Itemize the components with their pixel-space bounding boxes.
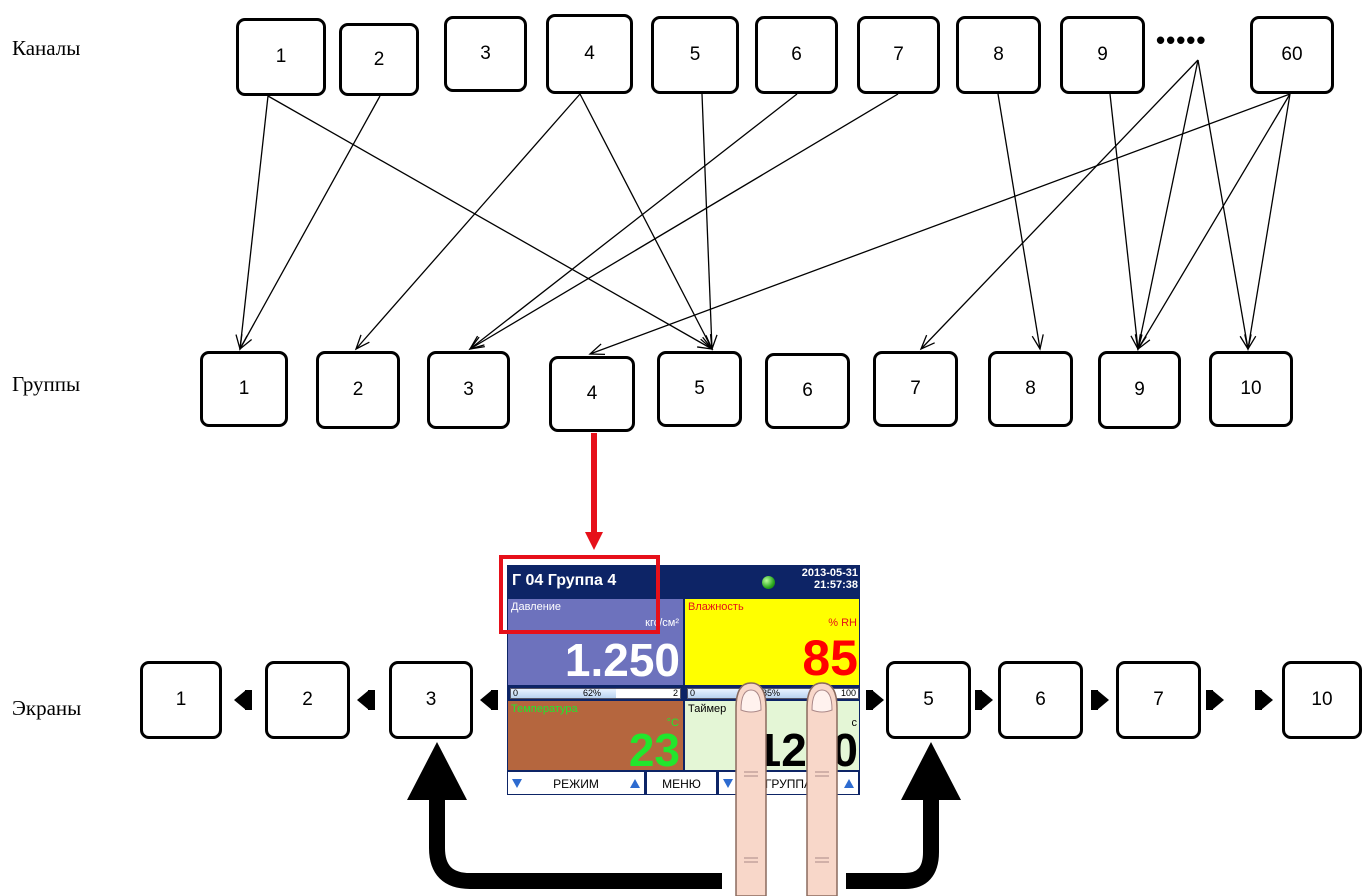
mode-button[interactable]: РЕЖИМ: [508, 772, 644, 794]
temperature-name: Температура: [511, 703, 578, 715]
humidity-unit: % RH: [828, 617, 857, 629]
device-date: 2013-05-31: [801, 567, 858, 579]
channels-ellipsis: •••••: [1156, 25, 1207, 55]
pressure-bar-fill: [511, 689, 616, 698]
connection-arrow-13: [588, 93, 1291, 356]
group-box-4: 4: [549, 356, 635, 432]
connection-arrow-14: [1137, 93, 1291, 351]
channel-box-7: 7: [857, 16, 940, 94]
group-box-10: 10: [1209, 351, 1293, 427]
screens-row-label: Экраны: [12, 696, 82, 720]
humidity-name: Влажность: [688, 601, 744, 613]
channel-box-1: 1: [236, 18, 326, 96]
pressure-bar-percent: 62%: [583, 688, 602, 698]
connection-arrow-10: [919, 59, 1199, 351]
screen-box-10: 10: [1282, 661, 1362, 739]
screen-nav-left-arrow-icon: [234, 690, 252, 710]
connection-arrow-3: [354, 93, 581, 351]
mode-up-arrow-icon[interactable]: [630, 779, 640, 788]
screen-nav-right-arrow-icon: [1206, 690, 1224, 710]
screen-nav-left-arrow-icon: [480, 690, 498, 710]
screen-nav-right-arrow-icon: [975, 690, 993, 710]
device-time: 21:57:38: [813, 579, 858, 591]
group-box-1: 1: [200, 351, 288, 427]
humidity-value: 85: [802, 630, 858, 685]
channel-box-4: 4: [546, 14, 633, 94]
group-box-7: 7: [873, 351, 958, 427]
device-screen: Г 04 Группа 4 2013-05-31 21:57:38 Давлен…: [507, 565, 860, 795]
big-curved-arrow-left: [407, 742, 722, 889]
channel-box-2: 2: [339, 23, 419, 96]
humidity-bar-min: 0: [690, 688, 696, 698]
channel-box-5: 5: [651, 16, 739, 94]
group-box-8: 8: [988, 351, 1073, 427]
mode-label: РЕЖИМ: [553, 776, 599, 791]
screen-box-2: 2: [265, 661, 350, 739]
left-finger-icon: [735, 682, 767, 896]
pressure-bar-min: 0: [513, 688, 519, 698]
right-finger-icon: [806, 682, 838, 896]
title-highlight-frame: [499, 555, 660, 634]
screen-nav-right-arrow-icon: [1255, 690, 1273, 710]
screen-box-1: 1: [140, 661, 222, 739]
channel-box-8: 8: [956, 16, 1041, 94]
big-curved-arrow-right: [846, 742, 961, 889]
timer-unit: с: [851, 717, 858, 729]
timer-name: Таймер: [688, 703, 727, 715]
pressure-bar-max: 2: [672, 688, 678, 698]
channel-box-60: 60: [1250, 16, 1334, 94]
menu-button[interactable]: МЕНЮ: [647, 772, 716, 794]
screen-box-7: 7: [1116, 661, 1201, 739]
temperature-cell: Температура °C 23: [508, 701, 683, 770]
pressure-cell: Давление кгс/см² 1.250: [508, 599, 683, 685]
connection-arrow-2: [239, 95, 381, 351]
humidity-bar-percent: 85%: [762, 688, 781, 698]
device-datetime: 2013-05-31 21:57:38: [802, 567, 858, 591]
group-label: ГРУППА: [764, 776, 813, 791]
temperature-value: 23: [628, 724, 680, 770]
pressure-value: 1.250: [564, 634, 680, 685]
connection-arrow-7: [468, 93, 899, 350]
channel-box-9: 9: [1060, 16, 1145, 94]
red-down-arrow: [585, 433, 603, 550]
screen-nav-left-arrow-icon: [357, 690, 375, 710]
menu-label: МЕНЮ: [662, 776, 701, 791]
group-box-2: 2: [316, 351, 400, 429]
group-box-5: 5: [657, 351, 742, 427]
mode-down-arrow-icon[interactable]: [512, 779, 522, 788]
group-up-arrow-icon[interactable]: [844, 779, 854, 788]
pressure-unit: кгс/см²: [645, 617, 679, 629]
group-down-arrow-icon[interactable]: [723, 779, 733, 788]
device-header: Г 04 Группа 4 2013-05-31 21:57:38: [508, 566, 859, 598]
pressure-bar: 0 62% 2: [510, 688, 681, 699]
group-box-3: 3: [427, 351, 510, 429]
screen-nav-right-arrow-icon: [866, 690, 884, 710]
connection-arrow-5: [701, 93, 718, 351]
screen-box-6: 6: [998, 661, 1083, 739]
channels-row-label: Каналы: [12, 36, 81, 60]
channel-box-6: 6: [755, 16, 838, 94]
screen-box-3: 3: [389, 661, 473, 739]
group-box-6: 6: [765, 353, 850, 429]
group-box-9: 9: [1098, 351, 1181, 429]
channel-box-3: 3: [444, 16, 527, 92]
connection-arrow-15: [1244, 93, 1291, 351]
screen-box-5: 5: [886, 661, 971, 739]
groups-row-label: Группы: [12, 372, 81, 396]
device-group-title: Г 04 Группа 4: [512, 572, 617, 589]
screen-nav-right-arrow-icon: [1091, 690, 1109, 710]
humidity-cell: Влажность % RH 85: [685, 599, 859, 685]
temperature-unit: °C: [666, 717, 679, 729]
status-led-icon: [762, 576, 775, 589]
pressure-name: Давление: [511, 601, 562, 613]
connection-arrow-8: [997, 93, 1044, 351]
humidity-bar-max: 100: [840, 688, 856, 698]
